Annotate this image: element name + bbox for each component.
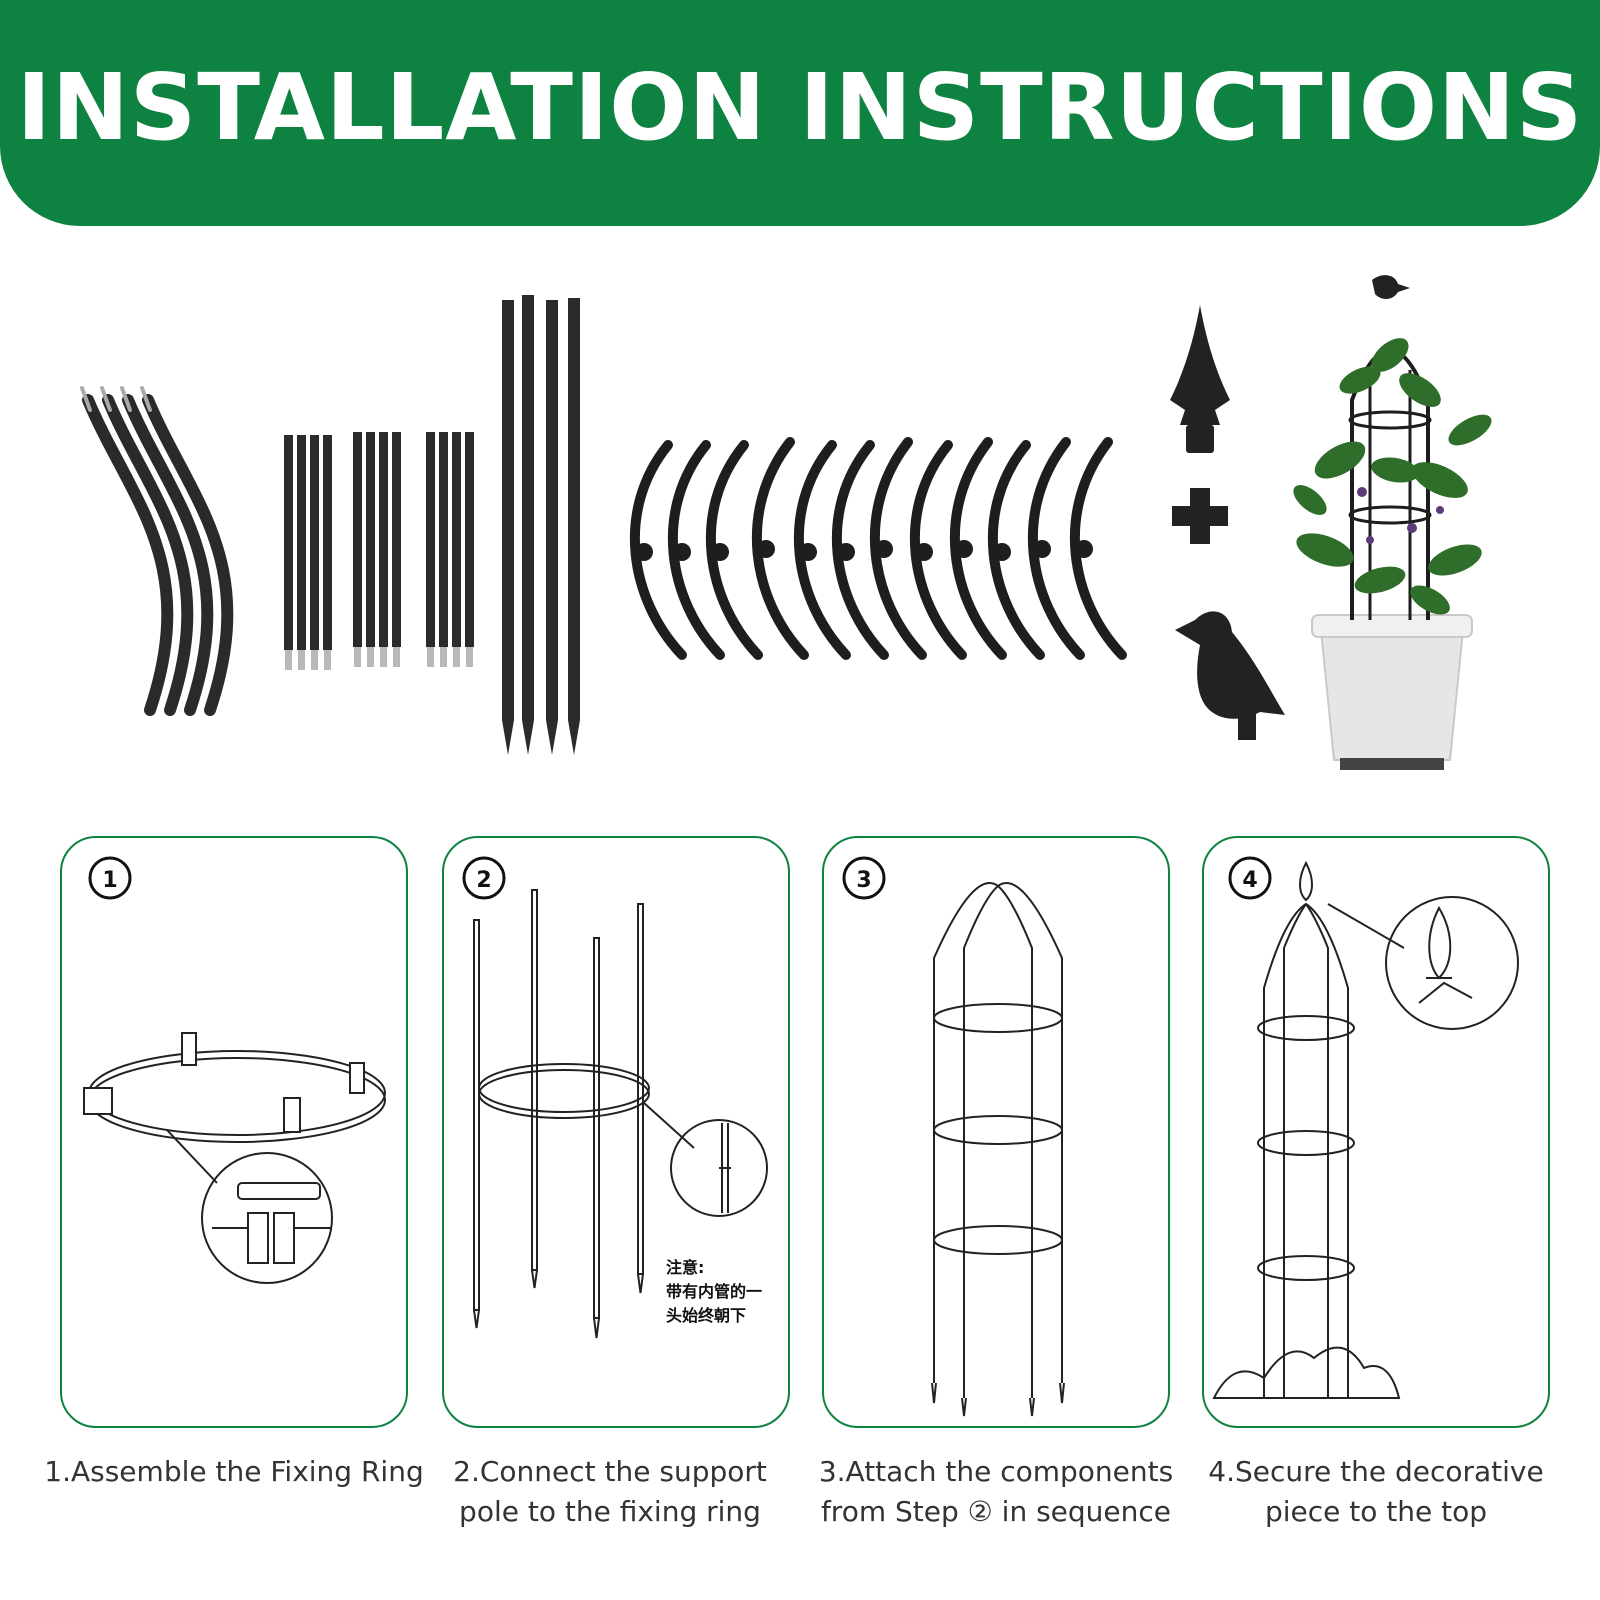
- step-1-caption: 1.Assemble the Fixing Ring: [44, 1455, 424, 1488]
- step-4-caption: 4.Secure the decorative piece to the top: [1208, 1455, 1544, 1528]
- chinese-note: 注意: 带有内管的一 头始终朝下: [666, 1258, 763, 1325]
- fixing-ring-diagram: [83, 1032, 386, 1284]
- finial-spike-icon: [1170, 305, 1230, 453]
- short-rod-icon: [284, 432, 474, 670]
- trellis-frame-diagram: [931, 882, 1065, 1417]
- stake-icon: [502, 295, 580, 755]
- step-3-panel: 3: [822, 836, 1170, 1428]
- step-number-badge: [88, 856, 132, 900]
- step-3-caption: 3.Attach the components from Step ② in s…: [818, 1455, 1174, 1528]
- svg-text:4: 4: [1242, 868, 1257, 893]
- svg-text:2: 2: [476, 868, 491, 893]
- bird-topper-icon: [1175, 611, 1285, 740]
- potted-plant-icon: [1293, 275, 1492, 770]
- svg-text:3: 3: [856, 868, 871, 893]
- svg-text:1: 1: [102, 868, 117, 893]
- finished-trellis-diagram: [1212, 860, 1519, 1399]
- step-4-panel: 4: [1202, 836, 1550, 1428]
- step-number-badge: [462, 856, 506, 900]
- header-banner: INSTALLATION INSTRUCTIONS: [0, 0, 1600, 226]
- parts-overview: [0, 260, 1600, 800]
- step-number-badge: [1228, 856, 1272, 900]
- step-number-badge: [842, 856, 886, 900]
- curved-rod-icon: [80, 386, 234, 716]
- step-2-panel: 2 注意: 带有内管的一 头始终朝下: [442, 836, 790, 1428]
- support-pole-diagram: [473, 889, 768, 1339]
- step-1-panel: 1 ①: [60, 836, 408, 1428]
- cross-connector-icon: [1172, 488, 1228, 544]
- step-2-caption: 2.Connect the support pole to the fixing…: [453, 1455, 767, 1528]
- page-title: INSTALLATION INSTRUCTIONS: [16, 53, 1584, 161]
